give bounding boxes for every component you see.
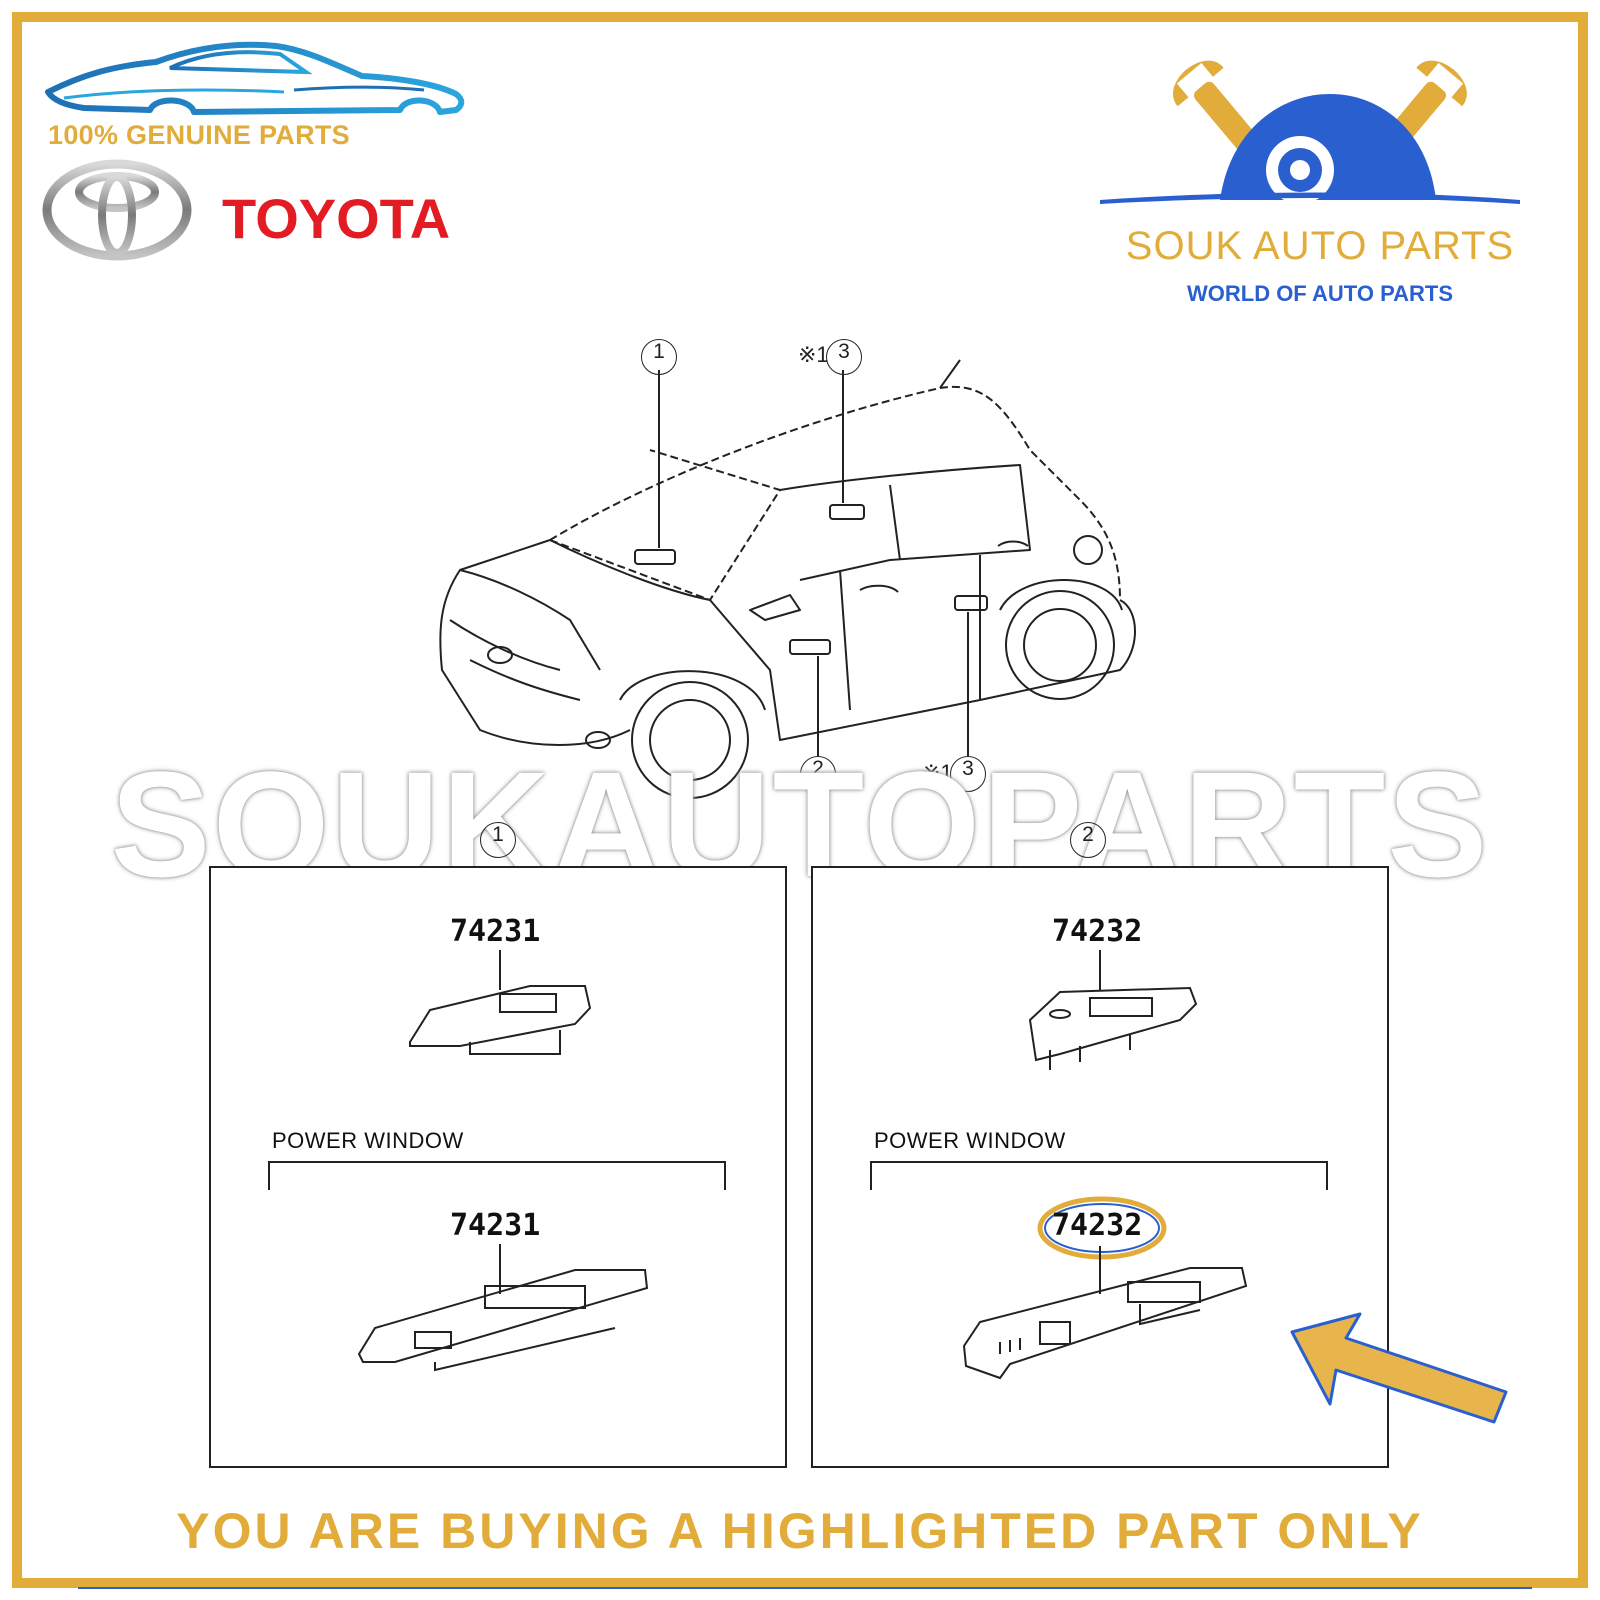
seller-tagline: WORLD OF AUTO PARTS bbox=[1186, 281, 1454, 306]
toyota-emblem-icon bbox=[42, 159, 192, 261]
note-mark-bottom: ※1 bbox=[922, 760, 953, 785]
panel-2-section-label: POWER WINDOW bbox=[874, 1128, 1066, 1153]
panel-2-switch-bottom bbox=[962, 1246, 1248, 1380]
note-mark-top: ※1 bbox=[798, 342, 829, 367]
panel-1-callout: 1 bbox=[480, 822, 516, 858]
panel-2-bracket bbox=[870, 1161, 1328, 1190]
callout-1-top: 1 bbox=[641, 339, 677, 375]
highlight-ring-icon bbox=[1037, 1196, 1167, 1260]
notice-underline bbox=[78, 1587, 1532, 1589]
brand-name: TOYOTA bbox=[222, 187, 451, 250]
panel-1-switch-bottom bbox=[357, 1244, 649, 1372]
panel-1-bracket bbox=[268, 1161, 726, 1190]
highlight-arrow-icon bbox=[1290, 1312, 1508, 1424]
panel-2-switch-top bbox=[1028, 950, 1198, 1070]
seller-name: SOUK AUTO PARTS bbox=[1125, 224, 1515, 268]
panel-1-part-number-bottom: 74231 bbox=[450, 1208, 541, 1243]
panel-1-part-number-top: 74231 bbox=[450, 914, 541, 949]
panel-1-section-label: POWER WINDOW bbox=[272, 1128, 464, 1153]
wrench-shop-logo-icon bbox=[1100, 60, 1520, 204]
genuine-parts-label: 100% GENUINE PARTS bbox=[48, 120, 350, 150]
car-logo-icon bbox=[45, 41, 465, 115]
purchase-notice: YOU ARE BUYING A HIGHLIGHTED PART ONLY bbox=[176, 1503, 1424, 1559]
panel-1 bbox=[209, 866, 787, 1468]
panel-2-part-number-top: 74232 bbox=[1052, 914, 1143, 949]
page-frame bbox=[12, 12, 1588, 1588]
car-diagram bbox=[439, 359, 1136, 799]
callout-2-bottom: 2 bbox=[800, 756, 836, 792]
panel-1-switch-top bbox=[409, 950, 592, 1055]
callout-3-top: 3 bbox=[826, 339, 862, 375]
panel-2-part-number-bottom: 74232 bbox=[1052, 1208, 1143, 1243]
callout-3-bottom: 3 bbox=[950, 756, 986, 792]
panel-2-callout: 2 bbox=[1070, 822, 1106, 858]
